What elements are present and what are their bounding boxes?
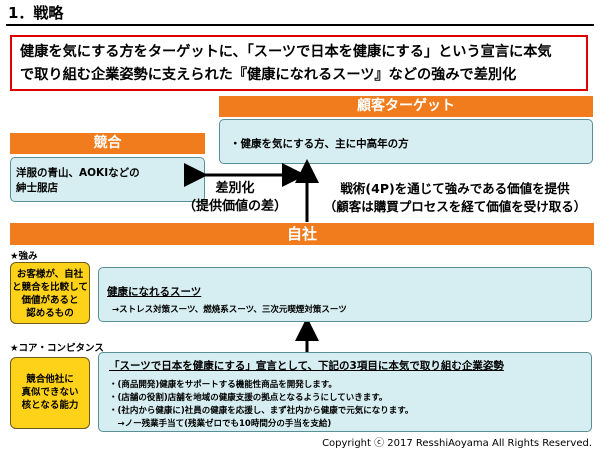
strength-side-line-4: 認めるもの <box>26 308 74 319</box>
summary-line-1: 健康を気にする方をターゲットに、「スーツで日本を健康にする」という宣言に本気 <box>20 44 552 60</box>
tactics-label: 戦術(4P)を通じて強みである価値を提供 （顧客は購買プロセスを経て価値を受け取… <box>315 180 595 216</box>
strength-side-line-2: と競合を比較して <box>12 282 88 293</box>
core-competence-box: 「スーツで日本を健康にする」宣言として、下記の3項目に本気で取り組む企業姿勢 ・… <box>98 352 592 432</box>
target-header: 顧客ターゲット <box>219 96 593 117</box>
core-competence-label: ★コア・コンピタンス <box>10 343 104 354</box>
core-definition-box: 競合他社に 真似できない 核となる能力 <box>10 357 90 429</box>
competition-line-2: 紳士服店 <box>16 182 58 194</box>
competition-box: 洋服の青山、AOKIなどの 紳士服店 <box>10 157 205 202</box>
copyright: Copyright ⓒ 2017 ResshiAoyama All Rights… <box>322 438 592 449</box>
section-title: 1．戦略 <box>8 4 64 22</box>
core-side-line-1: 競合他社に <box>26 374 74 385</box>
own-company-header: 自社 <box>10 223 594 245</box>
competition-header: 競合 <box>10 133 205 154</box>
strategy-summary: 健康を気にする方をターゲットに、「スーツで日本を健康にする」という宣言に本気 で… <box>10 35 588 91</box>
tactics-line-1: 戦術(4P)を通じて強みである価値を提供 <box>340 181 570 196</box>
strength-side-line-1: お客様が、自社 <box>16 269 84 280</box>
core-item-allowance: →ノー残業手当て(残業ゼロでも10時間分の手当を支給) <box>109 419 332 429</box>
competition-line-1: 洋服の青山、AOKIなどの <box>16 167 140 179</box>
summary-line-2: で取り組む企業姿勢に支えられた『健康になれるスーツ』などの強みで差別化 <box>20 67 517 83</box>
tactics-line-2: （顧客は購買プロセスを経て価値を受け取る） <box>323 199 587 214</box>
core-side-line-3: 核となる能力 <box>21 400 79 411</box>
core-item-product: ・(商品開発)健康をサポートする機能性商品を開発します。 <box>109 380 337 390</box>
core-item-employee: ・(社内から健康に)社員の健康を応援し、まず社内から健康で元気になります。 <box>109 406 414 416</box>
strength-detail: →ストレス対策スーツ、燃焼系スーツ、三次元喫煙対策スーツ <box>112 305 347 315</box>
strength-box <box>98 267 592 322</box>
strength-definition-box: お客様が、自社 と競合を比較して 価値があると 認めるもの <box>10 262 90 324</box>
core-title: 「スーツで日本を健康にする」宣言として、下記の3項目に本気で取り組む企業姿勢 <box>109 360 504 372</box>
target-box: ・健康を気にする方、主に中高年の方 <box>219 119 593 164</box>
strength-title: 健康になれるスーツ <box>107 286 202 298</box>
target-text: ・健康を気にする方、主に中高年の方 <box>230 138 409 150</box>
strength-label: ★強み <box>10 251 38 262</box>
strength-side-line-3: 価値があると <box>21 295 79 306</box>
core-side-line-2: 真似できない <box>21 387 79 398</box>
core-item-store: ・(店舗の役割)店舗を地域の健康支援の拠点となるようにしていきます。 <box>109 393 388 403</box>
title-divider <box>6 24 594 26</box>
differentiation-line-2: （提供価値の差） <box>182 199 287 214</box>
